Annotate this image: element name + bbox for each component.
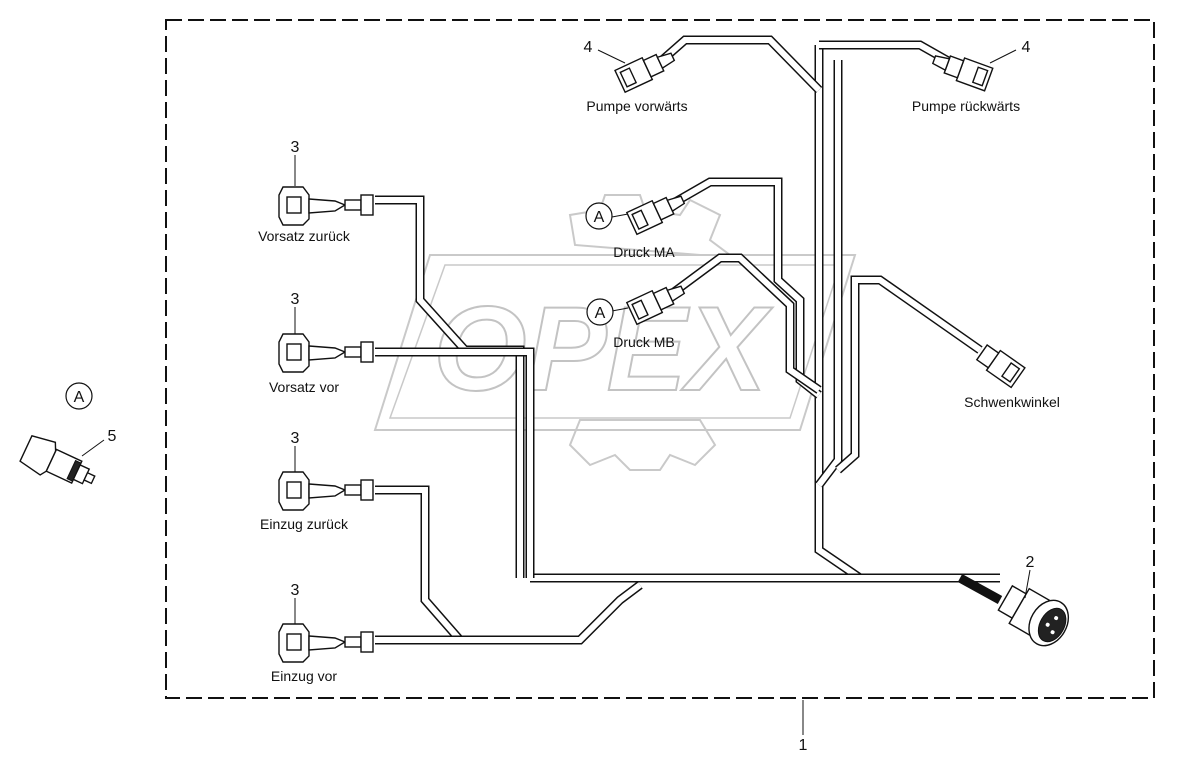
detail-marker-a-mb: A (586, 298, 614, 326)
connector-schwenkwinkel (975, 344, 1026, 389)
callout-4: 4 (1022, 39, 1031, 56)
label-pressure-mb: Druck MB (613, 334, 674, 350)
connector-druck-mb (625, 285, 686, 326)
label-header-forward: Vorsatz vor (269, 379, 339, 395)
connector-3-einzug-vor (278, 623, 374, 663)
detail-label: A (595, 305, 606, 322)
connector-3-einzug-zurueck (278, 471, 374, 511)
callout-1: 1 (799, 737, 808, 754)
detail-label: A (594, 209, 605, 226)
harness-wires (375, 35, 1003, 645)
label-intake-forward: Einzug vor (271, 668, 337, 684)
connector-4-pumpe-rueckwaerts (931, 55, 994, 92)
callout-3: 3 (291, 139, 300, 156)
assembly-boundary (165, 19, 1155, 699)
label-swivel-angle: Schwenkwinkel (964, 394, 1060, 410)
detail-marker-a-sensor: A (65, 382, 93, 410)
detail-marker-a-ma: A (585, 202, 613, 230)
connector-4-pumpe-vorwaerts (614, 52, 676, 94)
callout-3: 3 (291, 430, 300, 447)
detail-label: A (74, 389, 85, 406)
connector-druck-ma (625, 195, 686, 236)
callout-2: 2 (1026, 554, 1035, 571)
label-header-back: Vorsatz zurück (258, 228, 351, 244)
pressure-sensor-5 (19, 434, 96, 485)
connector-3-vorsatz-zurueck (278, 186, 374, 226)
label-pump-reverse: Pumpe rückwärts (912, 98, 1020, 114)
connector-2-round (997, 584, 1070, 647)
callout-3: 3 (291, 291, 300, 308)
leader-lines (81, 49, 1031, 735)
callout-5: 5 (108, 428, 117, 445)
label-intake-back: Einzug zurück (260, 516, 349, 532)
callout-3: 3 (291, 582, 300, 599)
connector-3-vorsatz-vor (278, 333, 374, 373)
label-pump-forward: Pumpe vorwärts (586, 98, 687, 114)
label-pressure-ma: Druck MA (613, 244, 675, 260)
callout-4: 4 (584, 39, 593, 56)
